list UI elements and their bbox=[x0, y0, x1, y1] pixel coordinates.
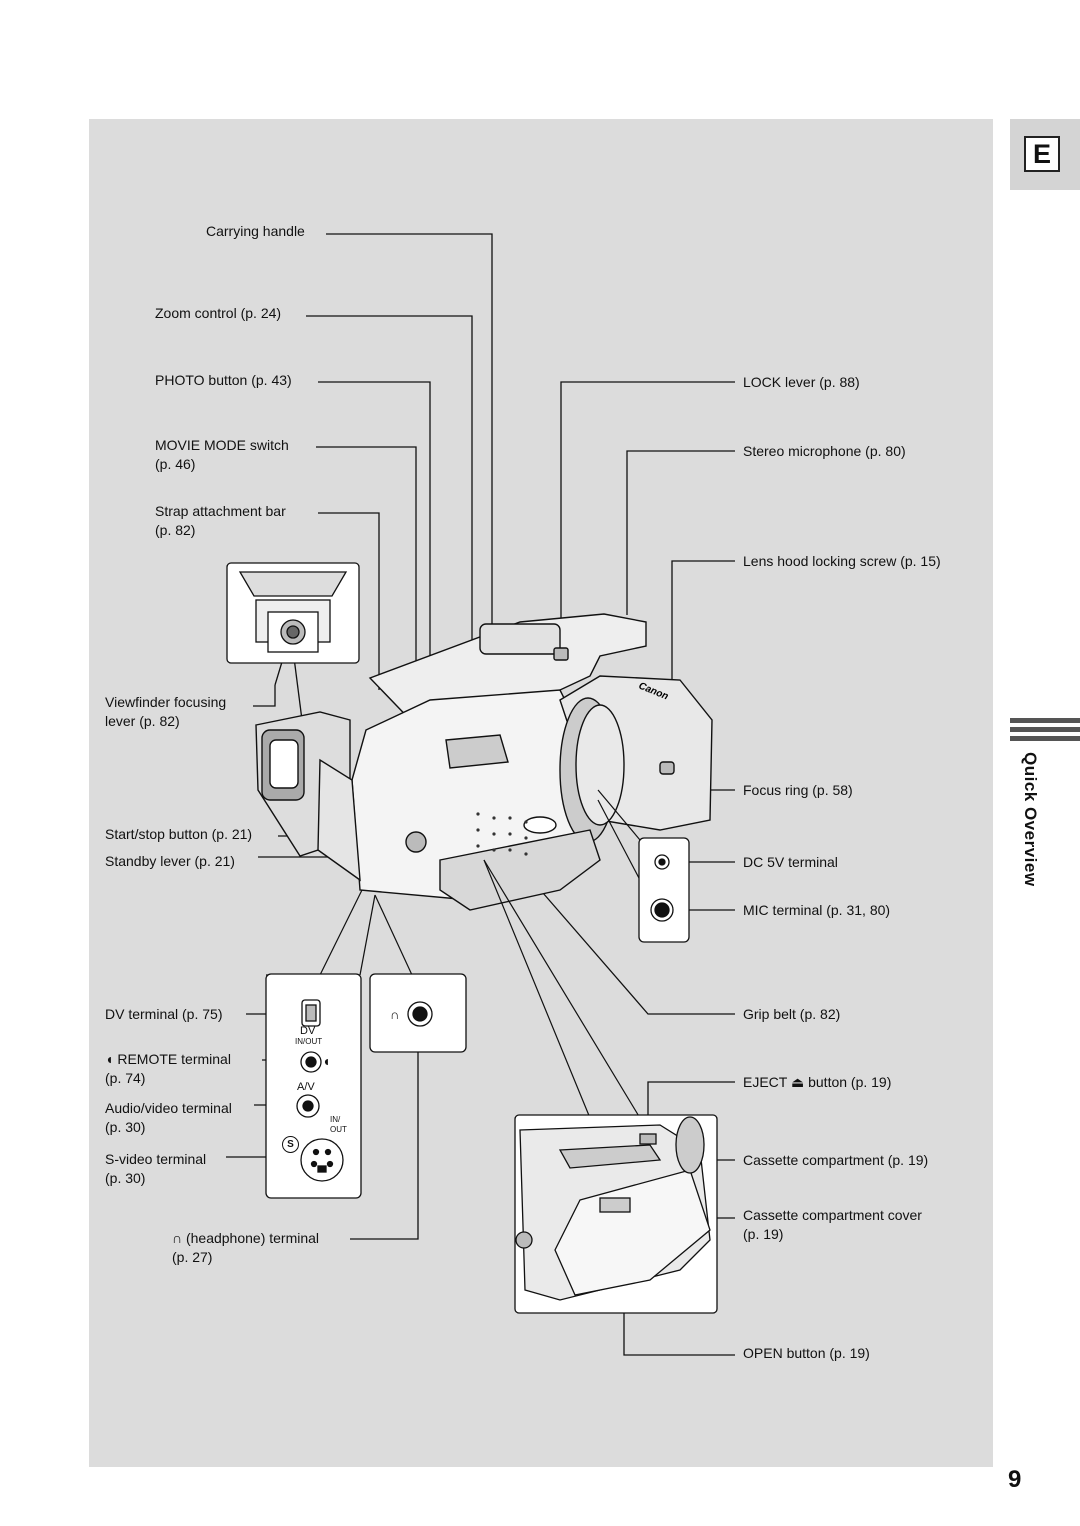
label-dv-terminal: DV terminal (p. 75) bbox=[105, 1006, 223, 1022]
in-out-label: IN/OUT bbox=[295, 1037, 323, 1046]
label-carrying-handle: Carrying handle bbox=[206, 223, 305, 239]
label-open-button: OPEN button (p. 19) bbox=[743, 1345, 870, 1361]
section-divider bbox=[1010, 727, 1080, 732]
label-lock-lever: LOCK lever (p. 88) bbox=[743, 374, 860, 390]
leader-photo-button bbox=[318, 381, 431, 765]
label-strap-bar: Strap attachment bar (p. 82) bbox=[155, 503, 286, 538]
camcorder-body bbox=[255, 613, 713, 911]
leader-zoom-control bbox=[306, 315, 473, 740]
label-eject: EJECT ⏏ button (p. 19) bbox=[743, 1074, 892, 1090]
language-tab[interactable]: E bbox=[1010, 119, 1080, 190]
label-standby: Standby lever (p. 21) bbox=[105, 853, 235, 869]
label-lens-hood: Lens hood locking screw (p. 15) bbox=[743, 553, 941, 569]
label-audio-video: Audio/video terminal (p. 30) bbox=[105, 1100, 232, 1135]
eject-icon: ⏏ bbox=[790, 1074, 805, 1090]
label-dc-terminal: DC 5V terminal bbox=[743, 854, 838, 870]
section-divider bbox=[1010, 718, 1080, 723]
label-movie-mode: MOVIE MODE switch (p. 46) bbox=[155, 437, 289, 472]
headphone-inset bbox=[369, 973, 467, 1053]
label-start-stop: Start/stop button (p. 21) bbox=[105, 826, 253, 842]
dv-label: DV bbox=[300, 1025, 316, 1037]
label-stereo-mic: Stereo microphone (p. 80) bbox=[743, 443, 906, 459]
in-label: IN/ bbox=[330, 1115, 341, 1124]
label-viewfinder: Viewfinder focusing lever (p. 82) bbox=[105, 694, 227, 729]
label-grip-belt: Grip belt (p. 82) bbox=[743, 1006, 841, 1022]
s-badge: S bbox=[282, 1136, 299, 1153]
label-headphone: ∩ (headphone) terminal (p. 27) bbox=[172, 1230, 320, 1265]
leader-strap-bar bbox=[318, 512, 380, 690]
leader-stereo-mic bbox=[626, 450, 735, 615]
language-tab-letter: E bbox=[1024, 136, 1060, 172]
label-cassette-compartment: Cassette compartment (p. 19) bbox=[743, 1152, 929, 1168]
mic-dc-inset bbox=[638, 837, 690, 943]
label-cassette-cover: Cassette compartment cover (p. 19) bbox=[743, 1207, 922, 1242]
headphone-icon: ∩ bbox=[390, 1007, 400, 1022]
leader-headphone bbox=[350, 1014, 419, 1240]
leader-viewfinder bbox=[253, 685, 276, 707]
remote-sensor-icon: ◖ bbox=[322, 1053, 331, 1069]
leader-carrying-handle bbox=[326, 233, 493, 665]
remote-sensor-icon: ◖ bbox=[105, 1051, 114, 1067]
label-mic-terminal: MIC terminal (p. 31, 80) bbox=[743, 902, 891, 918]
cassette-inset bbox=[514, 1114, 718, 1314]
viewfinder-inset bbox=[226, 562, 360, 664]
headphone-icon: ∩ bbox=[172, 1230, 183, 1246]
label-remote: ◖ REMOTE terminal (p. 74) bbox=[105, 1051, 231, 1086]
label-zoom-control: Zoom control (p. 24) bbox=[155, 305, 282, 321]
label-focus-ring: Focus ring (p. 58) bbox=[743, 782, 853, 798]
leader-lock-lever bbox=[560, 381, 735, 652]
out-label: OUT bbox=[330, 1125, 347, 1134]
label-svideo: S-video terminal (p. 30) bbox=[105, 1151, 207, 1186]
section-divider bbox=[1010, 736, 1080, 741]
leader-grip-belt bbox=[542, 892, 735, 1015]
label-photo-button: PHOTO button (p. 43) bbox=[155, 372, 292, 388]
av-label: A/V bbox=[297, 1081, 315, 1093]
page-number: 9 bbox=[1008, 1466, 1022, 1493]
